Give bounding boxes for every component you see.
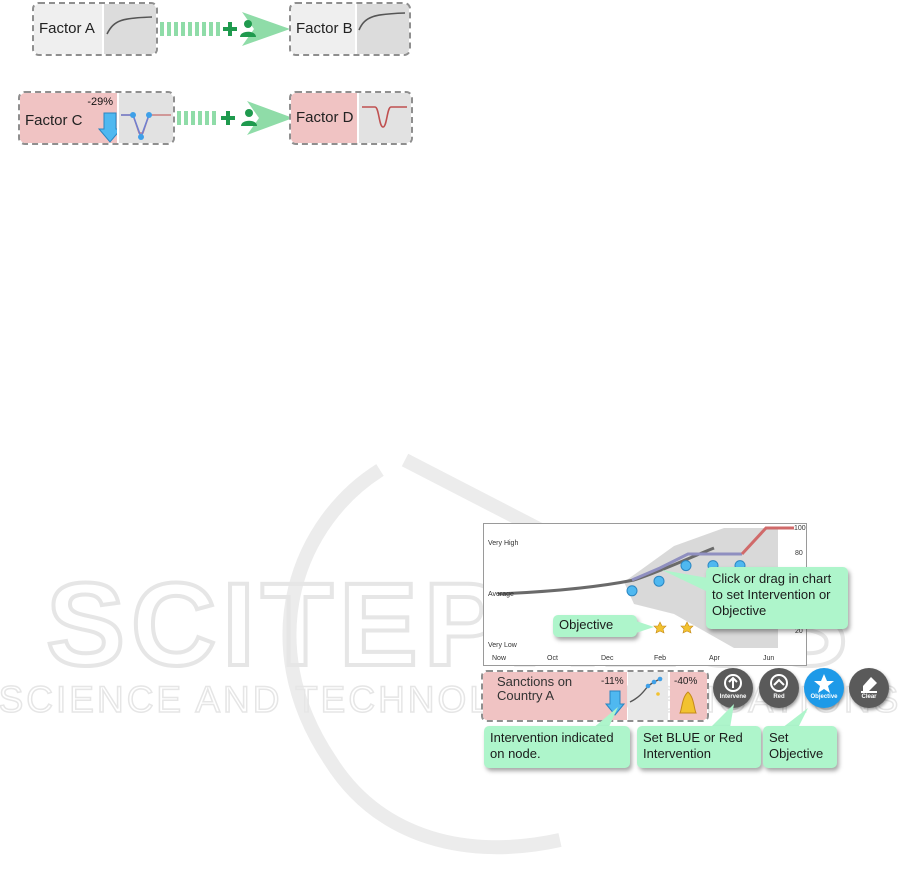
factor-d-label: Factor D: [296, 109, 354, 126]
objective-callout-text: Objective: [559, 617, 614, 632]
person-icon: [240, 20, 256, 37]
intervention-point[interactable]: [653, 575, 665, 587]
plus-icon: [223, 22, 237, 36]
intervention-change: -11%: [601, 676, 624, 687]
factor-b-sparkline: [355, 4, 409, 54]
intervene-button[interactable]: Intervene: [713, 668, 753, 708]
link-c-d[interactable]: [175, 99, 293, 139]
set-objective-pointer: [782, 708, 808, 728]
set-objective-text: Set Objective: [769, 730, 824, 761]
y-label-high: Very High: [488, 540, 519, 547]
y-label-low: Very Low: [488, 642, 517, 649]
objective-star-icon: [653, 621, 667, 634]
sanctions-sparkline: [628, 672, 668, 720]
red-button[interactable]: Red: [759, 668, 799, 708]
factor-c-label: Factor C: [25, 112, 83, 129]
intervene-button-label: Intervene: [719, 694, 747, 700]
intervention-on-node-text: Intervention indicated on node.: [490, 730, 614, 761]
x-label-oct: Oct: [547, 655, 558, 662]
right-tick-100: 100: [794, 525, 806, 532]
chevron-up-circle-icon: [770, 674, 788, 692]
intervention-line: [631, 552, 742, 582]
x-label-feb: Feb: [654, 655, 667, 662]
factor-a-sparkline: [102, 4, 156, 54]
right-tick-20: 20: [795, 628, 803, 635]
person-icon: [241, 109, 257, 126]
x-label-now: Now: [492, 655, 507, 662]
objective-callout: Objective: [553, 615, 637, 637]
intervention-point[interactable]: [680, 560, 692, 572]
red-line: [740, 526, 794, 556]
set-intervention-text: Set BLUE or Red Intervention: [643, 730, 743, 761]
right-tick-80: 80: [795, 550, 803, 557]
x-label-apr: Apr: [709, 655, 720, 662]
sanctions-node[interactable]: Sanctions on Country A -11% -40%: [481, 670, 709, 722]
red-button-label: Red: [773, 694, 785, 700]
intervention-point[interactable]: [626, 585, 638, 597]
chart-hint-text: Click or drag in chart to set Interventi…: [712, 571, 832, 618]
factor-b-node[interactable]: Factor B: [289, 2, 411, 56]
sanctions-node-label: Sanctions on Country A: [497, 674, 573, 703]
objective-star-icon: [680, 621, 694, 634]
factor-a-label: Factor A: [39, 20, 95, 37]
node-callout-pointer: [592, 707, 618, 729]
intervention-down-arrow-icon: [605, 690, 625, 716]
set-intervention-pointer: [710, 704, 734, 728]
y-label-average: Average: [488, 591, 514, 598]
x-label-dec: Dec: [601, 655, 614, 662]
star-icon: [814, 674, 834, 693]
objective-bell-icon: [679, 691, 697, 714]
factor-c-sparkline: [117, 93, 173, 143]
objective-button[interactable]: Objective: [804, 668, 844, 708]
factor-c-node[interactable]: Factor C -29%: [18, 91, 175, 145]
link-a-b[interactable]: [158, 10, 290, 50]
x-label-jun: Jun: [763, 655, 775, 662]
objective-button-label: Objective: [810, 694, 838, 700]
factor-d-sparkline: [357, 93, 411, 143]
factor-d-node[interactable]: Factor D: [289, 91, 413, 145]
set-objective-callout: Set Objective: [763, 726, 837, 768]
factor-c-change: -29%: [87, 96, 113, 108]
objective-markers: [653, 621, 694, 634]
objective-change: -40%: [674, 676, 698, 687]
factor-a-node[interactable]: Factor A: [32, 2, 158, 56]
intervention-on-node-callout: Intervention indicated on node.: [484, 726, 630, 768]
objective-pointer: [636, 621, 654, 633]
chart-hint-callout: Click or drag in chart to set Interventi…: [706, 567, 848, 629]
chart-hint-pointer: [662, 570, 708, 592]
intervention-down-arrow-icon: [98, 112, 122, 143]
factor-b-label: Factor B: [296, 20, 353, 37]
set-intervention-callout: Set BLUE or Red Intervention: [637, 726, 761, 768]
arrow-up-circle-icon: [724, 674, 742, 692]
clear-button[interactable]: Clear: [849, 668, 889, 708]
plus-icon: [221, 111, 235, 125]
clear-button-label: Clear: [861, 694, 877, 700]
eraser-icon: [861, 677, 877, 693]
